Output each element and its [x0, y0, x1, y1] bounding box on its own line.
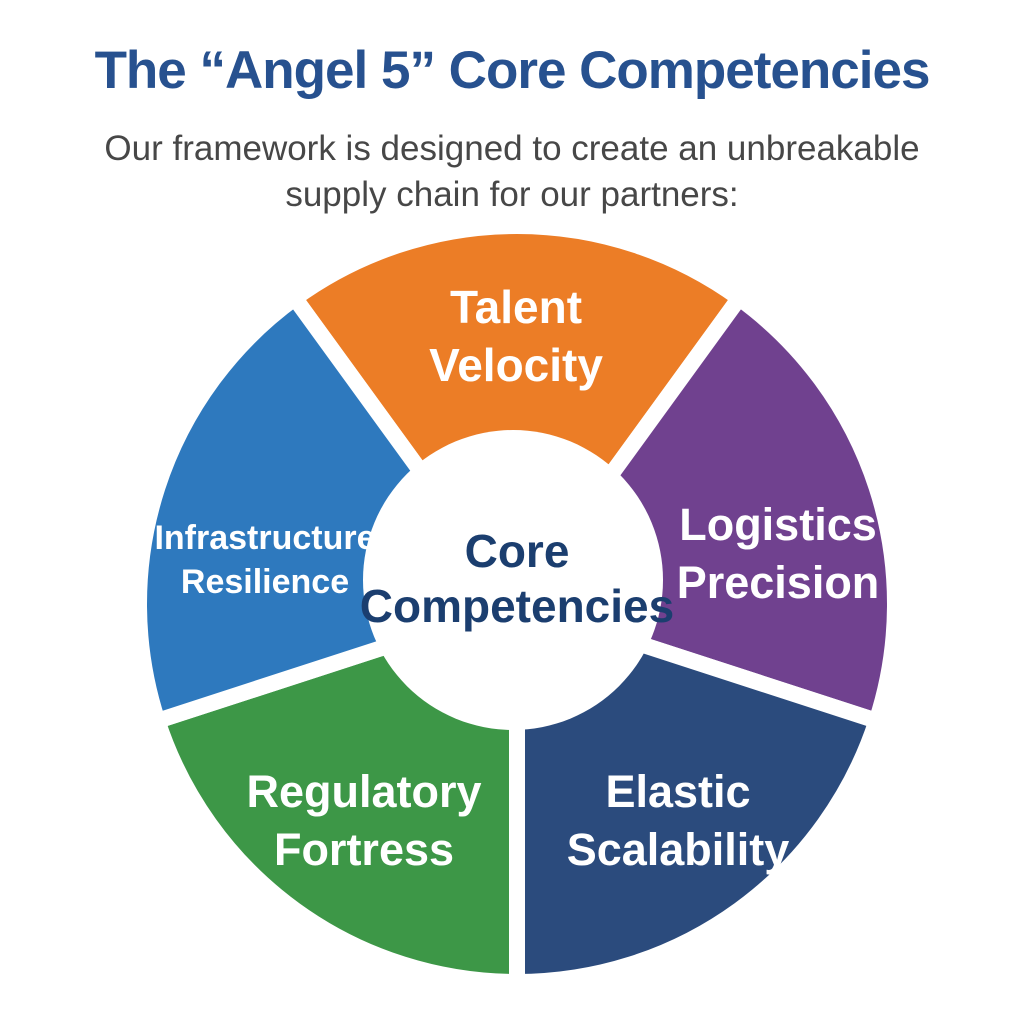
segment-elastic-scalability	[509, 592, 887, 991]
segment-talent-velocity	[283, 217, 751, 618]
page-subtitle: Our framework is designed to create an u…	[0, 126, 1024, 218]
donut-center-circle	[363, 430, 663, 730]
page-title: The “Angel 5” Core Competencies	[94, 41, 931, 100]
page-subtitle-line-1: Our framework is designed to create an u…	[104, 129, 920, 168]
page-subtitle-line-2: supply chain for our partners:	[285, 175, 739, 214]
